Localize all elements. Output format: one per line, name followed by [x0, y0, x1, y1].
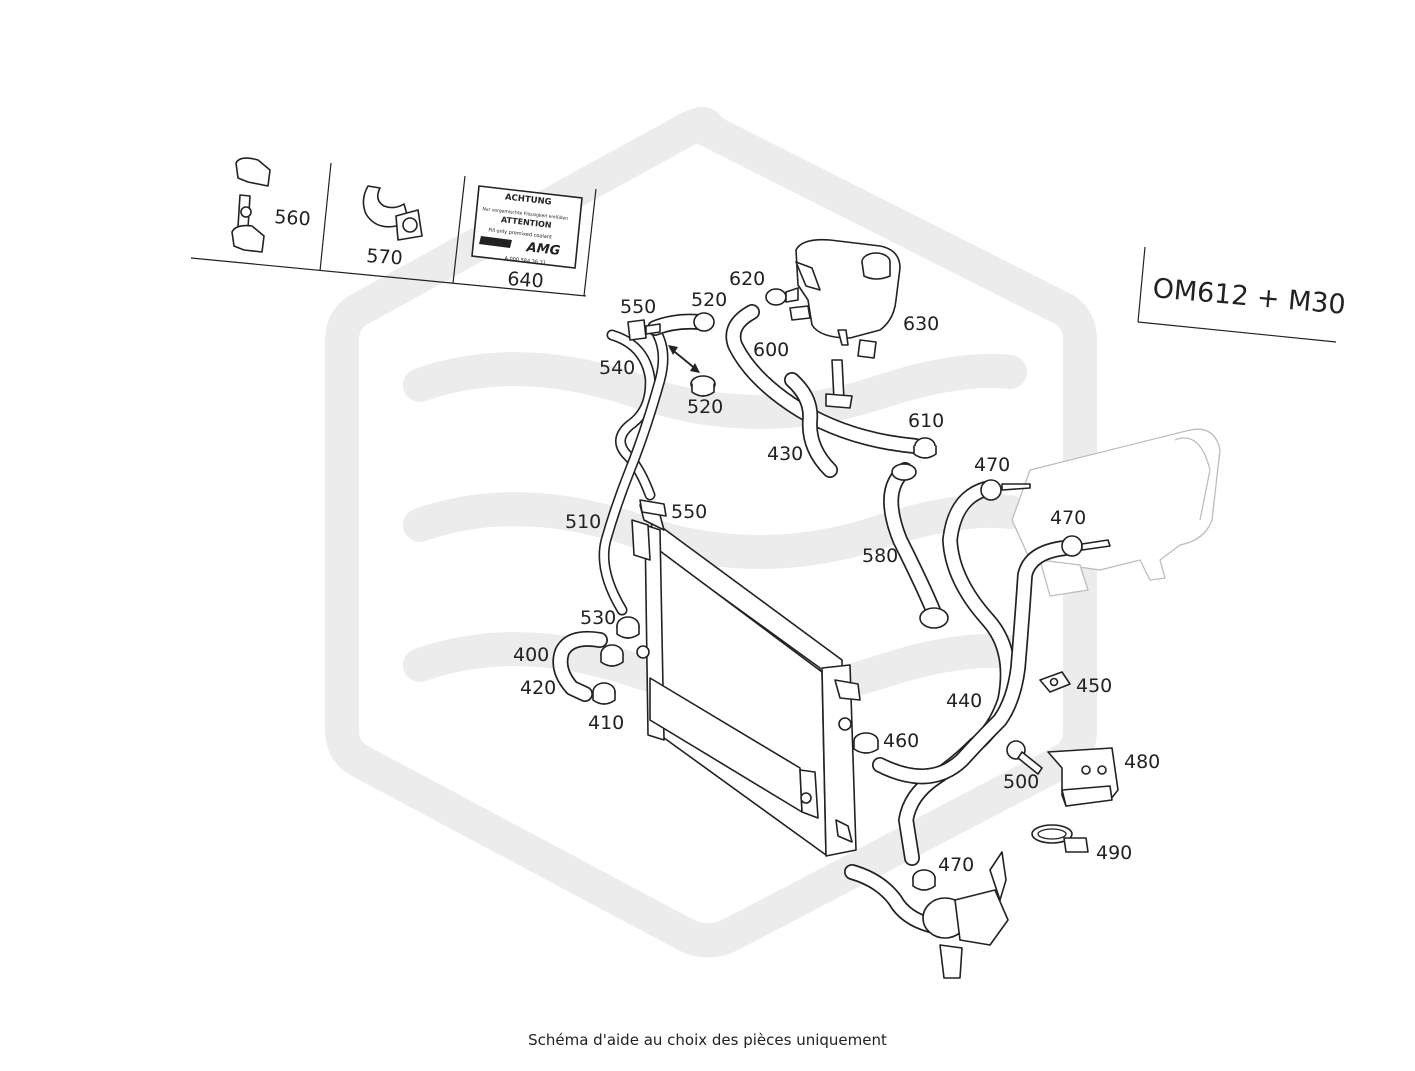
callout-460: 460 — [883, 730, 919, 752]
assembly-arrow-icon — [668, 345, 700, 373]
clamp-520-mid — [690, 375, 716, 397]
callout-470-mid: 470 — [1050, 507, 1086, 529]
callout-610: 610 — [908, 410, 944, 432]
callout-500: 500 — [1003, 771, 1039, 793]
clamp-620 — [765, 287, 811, 321]
accessory-parts-frame — [190, 162, 597, 297]
clamp-460 — [853, 732, 879, 754]
callout-560: 560 — [274, 206, 312, 230]
clamp-550-bottom — [639, 499, 667, 517]
callout-640: 640 — [507, 268, 545, 292]
hose-510 — [598, 324, 669, 616]
clamp-420 — [600, 644, 624, 667]
callout-480: 480 — [1124, 751, 1160, 773]
clamp-550-top — [627, 319, 661, 341]
callout-620: 620 — [729, 268, 765, 290]
clamp-520-top — [693, 312, 715, 332]
callout-490: 490 — [1096, 842, 1132, 864]
engine-label-frame — [1137, 246, 1337, 343]
hose-470 — [872, 540, 1073, 785]
tank-outlet-pipe — [825, 359, 853, 409]
callout-440: 440 — [946, 690, 982, 712]
callout-420: 420 — [520, 677, 556, 699]
label-part-ref: A 000 584 36 31 — [504, 256, 546, 267]
hose-430 — [784, 372, 838, 478]
clamp-470-mid — [1061, 535, 1111, 557]
callout-labels: 560 570 640 550 520 620 630 540 520 600 … — [274, 206, 1161, 876]
callout-450: 450 — [1076, 675, 1112, 697]
callout-510: 510 — [565, 511, 601, 533]
clamp-470-top — [980, 479, 1031, 501]
callout-550-top: 550 — [620, 296, 656, 318]
hose-holder-clip-icon — [231, 157, 271, 253]
clamp-490 — [1031, 824, 1089, 853]
hose-400 — [552, 630, 608, 702]
callout-400: 400 — [513, 644, 549, 666]
watermark-logo — [325, 107, 1097, 958]
bracket-480 — [1047, 747, 1119, 807]
callout-470-bottom: 470 — [938, 854, 974, 876]
footer-caption: Schéma d'aide au choix des pièces unique… — [528, 1031, 887, 1049]
amg-stripes — [479, 236, 512, 248]
callout-520-top: 520 — [691, 289, 727, 311]
callout-600: 600 — [753, 339, 789, 361]
callout-570: 570 — [366, 245, 404, 269]
clamp-410 — [592, 682, 616, 705]
callout-540: 540 — [599, 357, 635, 379]
callout-580: 580 — [862, 545, 898, 567]
callout-520-mid: 520 — [687, 396, 723, 418]
engine-block-outline — [1011, 428, 1221, 597]
callout-530: 530 — [580, 607, 616, 629]
clamp-470-bottom — [912, 869, 936, 891]
callout-470-top: 470 — [974, 454, 1010, 476]
coolant-expansion-tank — [795, 238, 901, 359]
hose-580 — [883, 462, 949, 629]
label-brand: AMG — [525, 240, 561, 259]
engine-code-label: OM612 + M30 — [1151, 273, 1346, 321]
callout-630: 630 — [903, 313, 939, 335]
bolt-500 — [1006, 740, 1043, 775]
clamp-610 — [913, 437, 937, 459]
callout-430: 430 — [767, 443, 803, 465]
radiator — [631, 504, 861, 857]
callout-550-bottom: 550 — [671, 501, 707, 523]
callout-410: 410 — [588, 712, 624, 734]
rubber-mount-450 — [1039, 671, 1071, 693]
clamp-530 — [616, 616, 640, 639]
water-pump — [844, 851, 1009, 979]
coolant-warning-label: ACHTUNG Nur vorgemischte Flüssigkeit ein… — [471, 185, 583, 269]
double-clip-icon — [362, 185, 423, 241]
hose-600 — [725, 304, 923, 454]
